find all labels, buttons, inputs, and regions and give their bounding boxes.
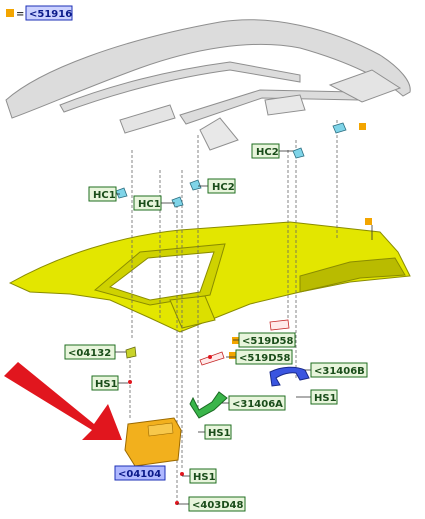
legend-equals: = (16, 9, 24, 20)
callout-markers (229, 123, 372, 359)
label-04132[interactable]: <04132 (68, 348, 111, 359)
label-403d48[interactable]: <403D48 (192, 500, 244, 511)
label-hc1-mid[interactable]: HC1 (138, 199, 161, 210)
label-hs1-b[interactable]: HS1 (314, 393, 337, 404)
label-04104[interactable]: <04104 (118, 469, 161, 480)
label-519d58-a[interactable]: <519D58 (242, 336, 294, 347)
clip-parts (115, 122, 347, 366)
label-hs1-d[interactable]: HS1 (193, 472, 216, 483)
part-labels: HC2 HC1 HC2 HC1 <519D58 <519D58 <04132 <… (64, 143, 368, 512)
label-04104-box[interactable] (114, 465, 166, 481)
leader-lines (129, 120, 338, 505)
label-hc1-left[interactable]: HC1 (93, 190, 116, 201)
grab-handle-blue (269, 366, 310, 387)
label-519d58-b[interactable]: <519D58 (239, 353, 291, 364)
label-31406a[interactable]: <31406A (232, 399, 283, 410)
label-hc2-mid[interactable]: HC2 (212, 182, 235, 193)
legend-ref-label[interactable]: <51916 (29, 9, 72, 20)
grab-handle-green (189, 391, 228, 419)
roof-frame (5, 19, 411, 151)
label-hs1-a[interactable]: HS1 (95, 379, 118, 390)
headliner-panel (8, 221, 411, 333)
label-connectors (115, 150, 373, 505)
highlight-arrow (4, 362, 122, 440)
label-31406b[interactable]: <31406B (314, 366, 365, 377)
label-hc2-top[interactable]: HC2 (256, 147, 279, 158)
sun-visor-mirror (147, 422, 174, 437)
legend-ref-box[interactable] (25, 5, 73, 21)
label-hs1-c[interactable]: HS1 (208, 428, 231, 439)
legend-marker (6, 9, 14, 17)
